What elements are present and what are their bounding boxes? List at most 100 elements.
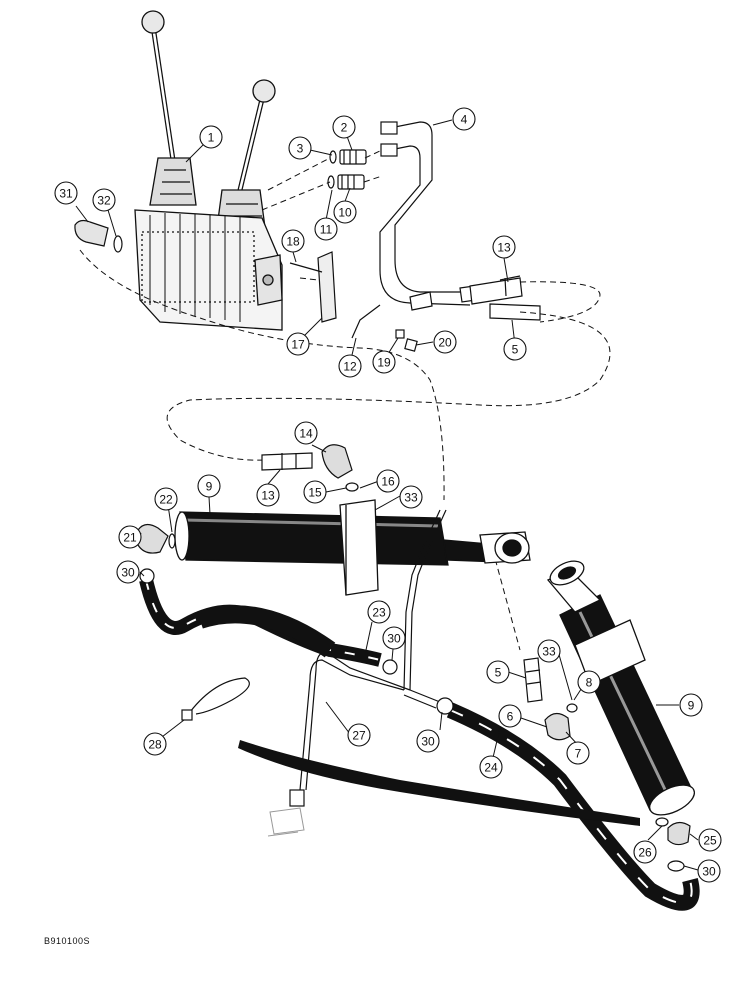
elbow-21-oring-22 xyxy=(137,523,176,554)
callout-9: 9 xyxy=(679,693,703,717)
callout-number: 17 xyxy=(291,338,305,352)
callout-circle xyxy=(116,560,140,584)
callout-circle xyxy=(479,755,503,779)
callout-number: 30 xyxy=(702,865,716,879)
callout-circle xyxy=(416,729,440,753)
callout-33: 33 xyxy=(537,639,561,663)
callout-number: 31 xyxy=(59,187,73,201)
callout-number: 33 xyxy=(404,491,418,505)
callout-number: 14 xyxy=(299,427,313,441)
steel-tube-assembly xyxy=(351,121,491,339)
callout-number: 5 xyxy=(495,666,502,680)
callout-18: 18 xyxy=(281,229,305,253)
callout-24: 24 xyxy=(479,755,503,779)
callout-number: 16 xyxy=(381,475,395,489)
callout-circle xyxy=(197,474,221,498)
callout-circle xyxy=(92,188,116,212)
hose-24 xyxy=(436,697,700,911)
callout-circle xyxy=(679,693,703,717)
control-valve-assembly xyxy=(134,10,283,331)
callout-number: 30 xyxy=(421,735,435,749)
callout-9: 9 xyxy=(197,474,221,498)
callout-circle xyxy=(433,330,457,354)
callout-13: 13 xyxy=(256,483,280,507)
callout-number: 5 xyxy=(512,343,519,357)
callout-circle xyxy=(333,200,357,224)
callout-circle xyxy=(452,107,476,131)
callout-circle xyxy=(294,421,318,445)
callout-number: 13 xyxy=(497,241,511,255)
hose-23-shadow xyxy=(197,605,336,658)
callout-circle xyxy=(281,229,305,253)
callout-3: 3 xyxy=(288,136,312,160)
callout-number: 22 xyxy=(159,493,173,507)
callout-number: 1 xyxy=(208,131,215,145)
callout-5: 5 xyxy=(486,660,510,684)
callout-14: 14 xyxy=(294,421,318,445)
callout-21: 21 xyxy=(118,525,142,549)
callout-1: 1 xyxy=(199,125,223,149)
callout-6: 6 xyxy=(498,704,522,728)
callout-number: 6 xyxy=(507,710,514,724)
callout-number: 30 xyxy=(121,566,135,580)
callout-30: 30 xyxy=(416,729,440,753)
callout-number: 7 xyxy=(575,747,582,761)
callout-30: 30 xyxy=(697,859,721,883)
callout-number: 32 xyxy=(97,194,111,208)
callout-19: 19 xyxy=(372,350,396,374)
callout-circle xyxy=(698,828,722,852)
callout-13: 13 xyxy=(492,235,516,259)
tube-end-fitting xyxy=(267,807,305,837)
callout-circle xyxy=(286,332,310,356)
fittings-2-3-10-11 xyxy=(327,149,367,190)
callout-number: 15 xyxy=(308,486,322,500)
callout-circle xyxy=(503,337,527,361)
lower-hose-shadow xyxy=(238,740,640,826)
callout-10: 10 xyxy=(333,200,357,224)
callout-30: 30 xyxy=(382,626,406,650)
callout-number: 20 xyxy=(438,336,452,350)
hydraulic-cylinder-lower xyxy=(546,560,695,816)
callout-circle xyxy=(372,350,396,374)
callout-circle xyxy=(288,136,312,160)
callout-number: 21 xyxy=(123,531,137,545)
callout-circle xyxy=(118,525,142,549)
callout-circle xyxy=(498,704,522,728)
callout-circle xyxy=(633,840,657,864)
callout-27: 27 xyxy=(347,723,371,747)
callout-15: 15 xyxy=(303,480,327,504)
callout-number: 2 xyxy=(341,121,348,135)
callout-11: 11 xyxy=(314,217,338,241)
callout-2: 2 xyxy=(332,115,356,139)
callout-number: 28 xyxy=(148,738,162,752)
callout-number: 19 xyxy=(377,356,391,370)
bracket-and-hardware xyxy=(289,251,418,352)
callout-number: 10 xyxy=(338,206,352,220)
callout-number: 13 xyxy=(261,489,275,503)
callout-17: 17 xyxy=(286,332,310,356)
callout-number: 4 xyxy=(461,113,468,127)
callout-circle xyxy=(332,115,356,139)
callout-circle xyxy=(566,741,590,765)
callout-number: 25 xyxy=(703,834,717,848)
callout-circle xyxy=(697,859,721,883)
callout-31: 31 xyxy=(54,181,78,205)
callout-circle xyxy=(537,639,561,663)
callout-number: 24 xyxy=(484,761,498,775)
callout-circle xyxy=(367,600,391,624)
callout-22: 22 xyxy=(154,487,178,511)
routing-dashed-lines xyxy=(79,149,611,651)
callout-circle xyxy=(492,235,516,259)
callout-8: 8 xyxy=(577,670,601,694)
callout-number: 9 xyxy=(688,699,695,713)
callout-circle xyxy=(256,483,280,507)
callout-circle xyxy=(314,217,338,241)
callout-circle xyxy=(577,670,601,694)
callout-circle xyxy=(154,487,178,511)
callout-circle xyxy=(338,354,362,378)
callout-28: 28 xyxy=(143,732,167,756)
callout-circle xyxy=(376,469,400,493)
callout-number: 12 xyxy=(343,360,357,374)
